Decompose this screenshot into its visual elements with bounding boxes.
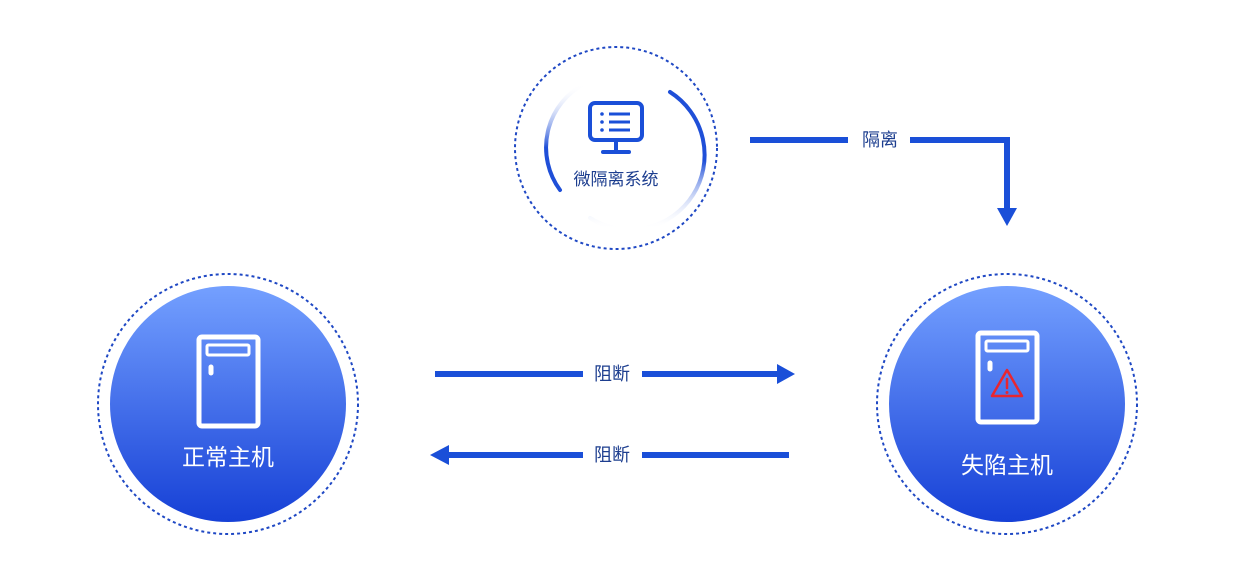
micro-isolation-label: 微隔离系统 xyxy=(574,170,659,190)
micro-isolation-arc-right xyxy=(588,90,707,232)
block-back-label: 阻断 xyxy=(594,445,630,466)
isolate-arrow: 隔离 xyxy=(750,130,1017,226)
isolate-label: 隔离 xyxy=(862,130,898,151)
compromised-host-node: 失陷主机 xyxy=(876,273,1138,535)
normal-host-label: 正常主机 xyxy=(182,445,274,471)
isolate-line-right xyxy=(910,137,1010,212)
block-back-arrowhead xyxy=(430,445,449,465)
monitor-list-icon xyxy=(588,101,644,154)
micro-isolation-node: 微隔离系统 xyxy=(514,46,718,250)
block-forward-arrow: 阻断 xyxy=(435,364,795,385)
compromised-host-dashed-ring xyxy=(876,273,1138,535)
block-forward-arrowhead xyxy=(777,364,795,384)
micro-isolation-arc-left xyxy=(544,82,586,192)
compromised-host-circle xyxy=(889,286,1125,522)
isolate-arrowhead xyxy=(997,208,1017,226)
normal-host-dashed-ring xyxy=(97,273,359,535)
server-icon xyxy=(196,334,261,429)
micro-isolation-dashed-ring xyxy=(514,46,718,250)
block-forward-label: 阻断 xyxy=(594,364,630,385)
compromised-host-label: 失陷主机 xyxy=(961,453,1053,479)
normal-host-circle xyxy=(110,286,346,522)
server-warning-icon xyxy=(975,330,1040,425)
warning-triangle-icon xyxy=(990,368,1024,398)
normal-host-node: 正常主机 xyxy=(97,273,359,535)
block-back-arrow: 阻断 xyxy=(430,445,789,466)
